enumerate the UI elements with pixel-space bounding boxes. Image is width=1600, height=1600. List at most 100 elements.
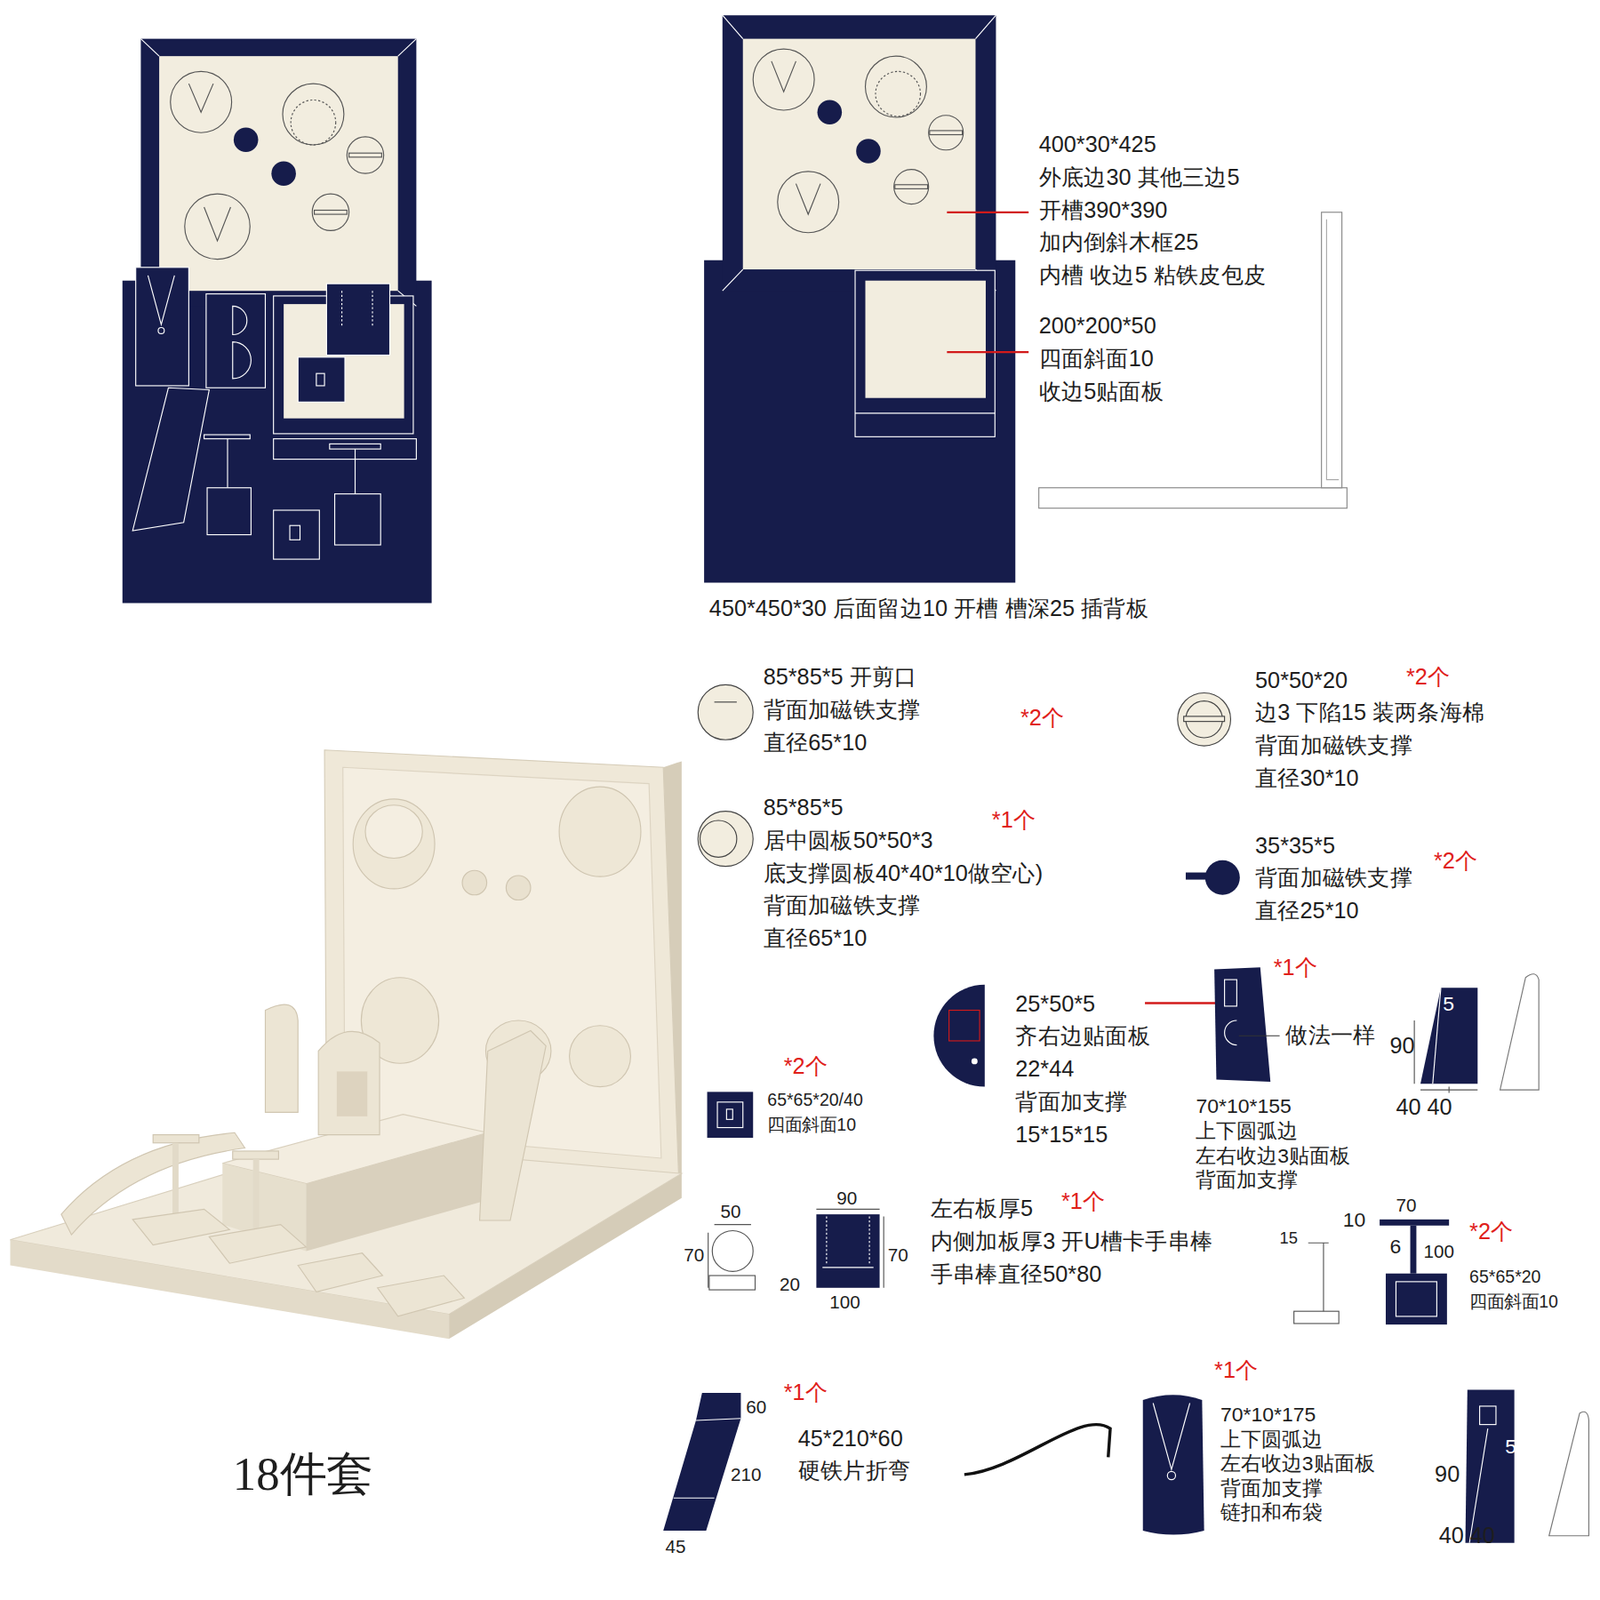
annotation-text: 65*65*20	[1469, 1268, 1541, 1288]
part-drawings-part	[971, 1057, 978, 1064]
plan-view-part	[297, 357, 345, 403]
plan-view-part	[289, 525, 300, 540]
front-view-part	[946, 212, 1029, 352]
annotation-text: 边3 下陷15 装两条海棉	[1255, 701, 1485, 727]
plan-view-part	[204, 207, 232, 241]
annotation-text: 15*15*15	[1015, 1122, 1108, 1148]
front-view-part	[722, 15, 997, 291]
annotation-text: 四面斜面10	[767, 1116, 856, 1136]
front-view-part	[817, 100, 843, 126]
annotation-text: 内侧加板厚3 开U槽卡手串棒	[930, 1229, 1213, 1255]
part-drawings-part	[1465, 1390, 1515, 1544]
part-drawings-part	[1224, 979, 1238, 1007]
product-photo-part	[352, 799, 435, 889]
part-drawings-part	[1184, 716, 1225, 722]
part-drawings-part	[714, 701, 737, 703]
front-view-part	[865, 280, 986, 399]
front-view-part	[752, 48, 815, 111]
annotation-text: 底支撑圆板40*40*10做空心)	[763, 861, 1043, 887]
annotation-text: 10	[1343, 1208, 1367, 1231]
plan-view-part	[271, 160, 296, 186]
panel-number: 5	[1442, 992, 1455, 1015]
annotation-text: 手串棒直径50*80	[930, 1262, 1102, 1288]
part-drawings-part	[1432, 987, 1441, 1084]
part-drawings-part	[709, 1275, 756, 1290]
plan-view-part	[158, 328, 165, 335]
part-drawings-part	[1205, 860, 1240, 896]
front-view-part	[795, 184, 821, 215]
plan-view-part	[335, 494, 382, 545]
annotation-text: 背面加磁铁支撑	[1255, 733, 1413, 759]
quantity-note: *2个	[1433, 848, 1478, 874]
part-drawings-part	[1214, 967, 1271, 1082]
annotation-text: 齐右边贴面板	[1015, 1024, 1151, 1050]
plan-view-part	[273, 439, 417, 460]
part-drawings-part	[717, 1102, 744, 1128]
panel-number: 5	[1504, 1434, 1517, 1457]
annotation-text: 背面加磁铁支撑	[1255, 866, 1413, 892]
plan-view-part	[206, 294, 266, 389]
product-photo-part	[264, 1004, 298, 1112]
part-drawings-part	[1177, 692, 1232, 746]
quantity-note: *1个	[1273, 956, 1318, 982]
plan-view-part	[282, 83, 344, 145]
front-view-part	[928, 115, 964, 151]
annotation-text: 20	[779, 1275, 800, 1296]
plan-view-part	[184, 193, 250, 259]
annotation-text: 居中圆板50*50*3	[763, 828, 934, 854]
annotation-text: 左右板厚5	[930, 1197, 1033, 1223]
annotation-text: 直径25*10	[1255, 898, 1360, 924]
quantity-note: *2个	[1406, 664, 1450, 690]
plan-view-part	[232, 305, 252, 379]
plan-view-part	[147, 275, 175, 325]
product-photo-part	[663, 760, 682, 1174]
front-view-part	[777, 171, 840, 233]
part-drawings-part	[700, 820, 737, 857]
annotation-text: 70	[1395, 1195, 1416, 1216]
plan-view-part	[170, 71, 232, 133]
part-drawings-part	[1414, 1020, 1478, 1094]
product-photo-part	[569, 1025, 632, 1088]
part-drawings	[663, 684, 1589, 1543]
part-drawings-part	[816, 1214, 880, 1288]
annotation-text: 开槽390*390	[1039, 198, 1168, 224]
annotation-text: 100	[1423, 1242, 1454, 1264]
product-photo-part	[253, 1159, 260, 1233]
plan-view-part	[354, 448, 356, 495]
annotation-text: 背面加支撑	[1220, 1476, 1323, 1499]
set-title: 18件套	[232, 1448, 374, 1501]
annotation-text: 背面加支撑	[1195, 1168, 1298, 1191]
annotation-text: 左右收边3贴面板	[1220, 1452, 1375, 1475]
product-photo-part	[152, 1135, 200, 1144]
product-photo-part	[297, 1253, 383, 1293]
product-photo-part	[318, 1031, 380, 1135]
annotation-text: 40 40	[1439, 1523, 1496, 1549]
part-drawings-part	[1385, 1273, 1448, 1325]
plan-view	[122, 39, 432, 604]
section-view	[1039, 212, 1348, 509]
plan-view-part	[233, 128, 259, 153]
annotation-text: 100	[829, 1293, 860, 1314]
product-photo-part	[305, 1132, 488, 1251]
plan-view-part	[349, 152, 383, 158]
annotation-text: 90	[836, 1188, 857, 1209]
front-view-part	[929, 130, 963, 136]
front-view-part	[865, 56, 928, 118]
annotation-text: 硬铁片折弯	[798, 1459, 911, 1485]
annotation-text: 90	[1434, 1462, 1460, 1488]
front-view	[704, 15, 1029, 583]
plan-view-part	[207, 488, 251, 536]
quantity-note: *1个	[992, 808, 1036, 833]
part-drawings-part	[1152, 1403, 1190, 1471]
quantity-note: *2个	[784, 1054, 828, 1080]
front-view-part	[704, 260, 1016, 584]
annotation-text: 直径30*10	[1255, 766, 1360, 792]
plan-view-part	[226, 439, 228, 488]
plan-view-part	[290, 100, 336, 146]
plan-view-part	[132, 387, 209, 531]
annotation-text: 直径65*10	[763, 926, 868, 952]
front-view-part	[722, 15, 997, 291]
plan-view-part	[312, 193, 349, 231]
part-drawings-part	[1500, 974, 1540, 1090]
